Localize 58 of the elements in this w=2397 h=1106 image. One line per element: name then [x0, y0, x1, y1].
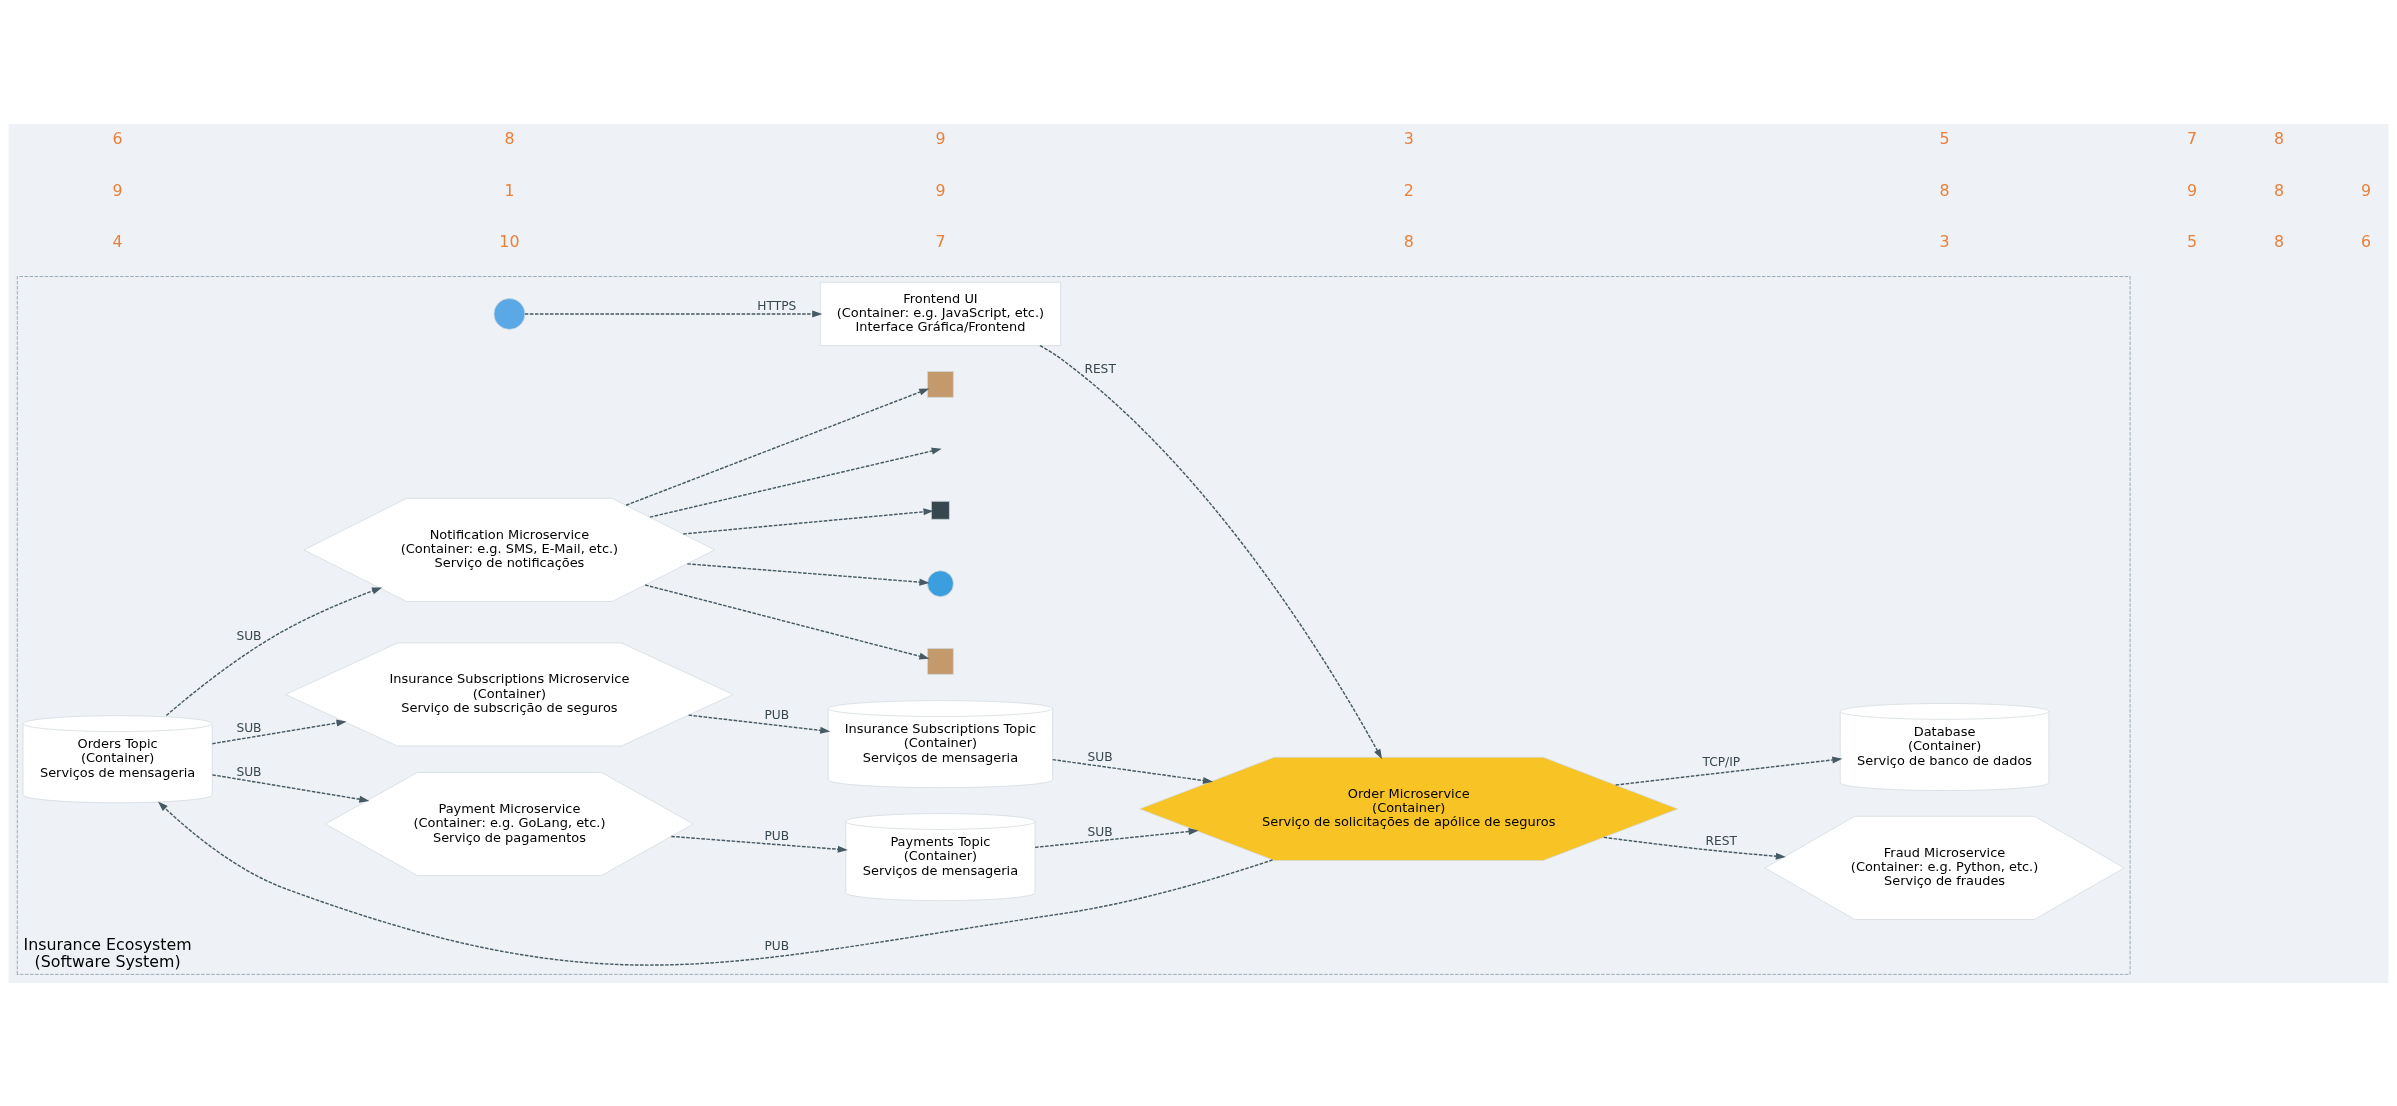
label: 8: [2273, 180, 2285, 200]
label: 5: [2186, 231, 2197, 251]
label: 9: [2361, 180, 2372, 200]
label: 1: [504, 180, 515, 200]
arrow: [649, 447, 942, 518]
arrow: [211, 773, 370, 803]
label: 4: [112, 231, 123, 251]
node-envelope: [927, 370, 954, 398]
node-phone: [931, 500, 950, 520]
edge-label: PUB: [764, 828, 790, 843]
edge-label: REST: [1084, 361, 1116, 376]
arrow: [625, 387, 930, 506]
node-envelope: [927, 647, 954, 675]
edge-label: SUB: [1087, 824, 1113, 839]
label: 6: [2361, 231, 2372, 251]
label: 9: [112, 180, 123, 200]
arrow: [524, 309, 823, 317]
arrow: [157, 801, 1274, 966]
label: 9: [935, 128, 946, 148]
arrow: [1614, 755, 1843, 786]
arrow: [682, 507, 934, 535]
label: 2: [1403, 180, 1414, 200]
arrow: [211, 719, 347, 744]
arrow: [687, 713, 831, 734]
label: 5: [1939, 128, 1950, 148]
label: 7: [2186, 128, 2197, 148]
arrow: [644, 583, 930, 660]
edge-label: HTTPS: [757, 298, 797, 313]
label: 6: [112, 128, 123, 148]
edge-label: SUB: [236, 764, 262, 779]
arrow: [1039, 344, 1383, 759]
edge-label: TCP/IP: [1702, 754, 1741, 769]
node-chat: [927, 569, 954, 597]
arrow: [1602, 836, 1786, 860]
edge-label: SUB: [236, 720, 262, 735]
label: 10: [499, 231, 520, 251]
label: 3: [1939, 231, 1950, 251]
label: 9: [2186, 180, 2197, 200]
edge-label: REST: [1705, 833, 1738, 848]
label: 8: [1939, 180, 1950, 200]
label: 8: [1403, 231, 1414, 251]
label: 8: [2273, 128, 2285, 148]
node-person: [493, 297, 526, 330]
label: 9: [935, 180, 946, 200]
edge-label: PUB: [764, 707, 790, 722]
arrow: [670, 835, 848, 853]
label: 8: [2273, 231, 2285, 251]
label: 3: [1403, 128, 1414, 148]
arrow: [1051, 758, 1214, 784]
edge-label: SUB: [1087, 749, 1113, 764]
edge-label: PUB: [764, 938, 790, 953]
arrow: [686, 562, 930, 586]
label: 8: [504, 128, 515, 148]
arrow: [165, 586, 383, 716]
node-box: Frontend UI (Container: e.g. JavaScript, etc.) Interface Gráfica/Frontend: [819, 281, 1061, 346]
edge-label: SUB: [236, 628, 262, 643]
label: 7: [935, 231, 946, 251]
arrow: [1034, 827, 1199, 848]
